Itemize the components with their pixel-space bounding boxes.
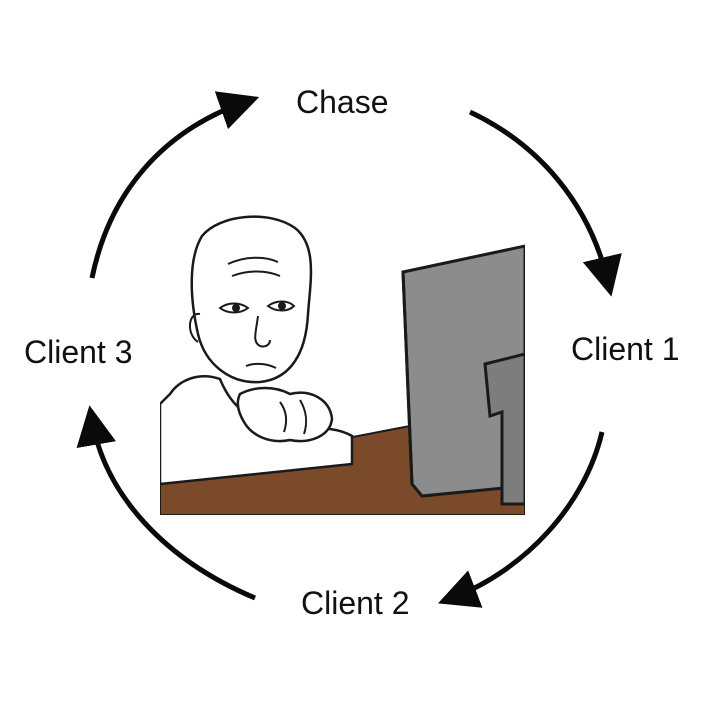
node-client-3: Client 3 [24, 334, 133, 370]
wojak-scene-svg [160, 215, 525, 515]
monitor-stand [483, 352, 525, 506]
finger-2 [299, 399, 308, 435]
nose [254, 315, 271, 348]
node-client-1: Client 1 [571, 331, 680, 367]
finger-1 [279, 401, 288, 433]
wojak-head [190, 215, 313, 384]
right-pupil [278, 302, 286, 310]
left-pupil [232, 304, 240, 312]
wrinkle-2 [231, 270, 281, 277]
ear [189, 312, 201, 343]
arrow-chase-to-client1 [468, 109, 622, 297]
wojak-at-computer-illustration [160, 204, 525, 515]
mouth [245, 362, 277, 369]
arrow-client2-to-client3 [76, 405, 256, 601]
monitor-edge [401, 271, 414, 485]
arrow-client3-to-chase [89, 91, 260, 279]
wrinkle-1 [227, 256, 279, 265]
arrow-client1-to-client2 [437, 431, 605, 608]
node-client-2: Client 2 [301, 585, 410, 621]
node-chase: Chase [296, 84, 389, 120]
